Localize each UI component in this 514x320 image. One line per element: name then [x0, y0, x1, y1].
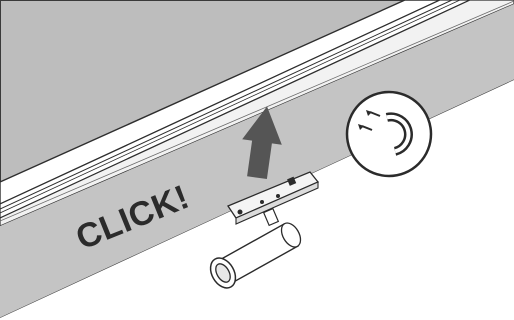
up-arrow-icon: [242, 106, 282, 180]
track-adapter-icon: [227, 171, 320, 225]
track-rail: [0, 0, 514, 227]
spotlight-icon: [209, 207, 302, 289]
magnet-icon: [345, 90, 433, 178]
